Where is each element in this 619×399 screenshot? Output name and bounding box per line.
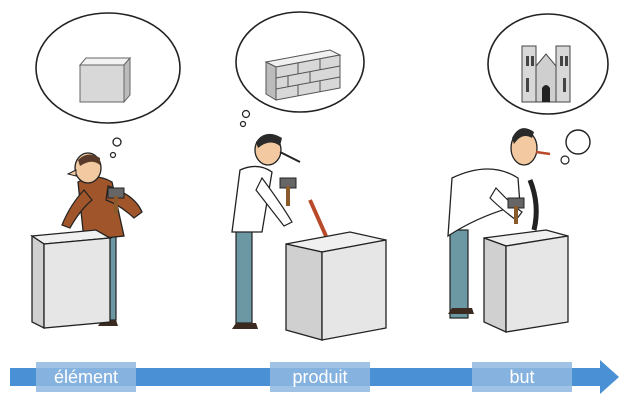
thought-dot: [565, 129, 591, 155]
label-box-but: [472, 362, 572, 392]
stone-block: [483, 229, 569, 334]
label-box-produit: [270, 362, 370, 392]
figure-produit: [231, 11, 387, 341]
cathedral-icon: [521, 45, 571, 103]
stone-block-icon: [78, 56, 132, 104]
stone-block: [30, 229, 113, 330]
figure-but: [447, 13, 609, 334]
label-box-element: [36, 362, 136, 392]
thought-dot: [112, 137, 122, 147]
label-produit: produit: [292, 366, 348, 387]
figure-element: [30, 12, 181, 330]
thought-dot: [560, 155, 570, 165]
worker-man: [61, 152, 143, 326]
thought-dot: [109, 151, 117, 159]
thought-dot: [239, 120, 247, 128]
thought-dot: [241, 109, 251, 119]
worker-man: [231, 133, 328, 329]
brick-wall-icon: [264, 49, 342, 101]
worker-man: [447, 128, 551, 319]
stone-block: [285, 231, 387, 341]
label-but: but: [509, 366, 535, 387]
label-element: élément: [53, 366, 119, 387]
